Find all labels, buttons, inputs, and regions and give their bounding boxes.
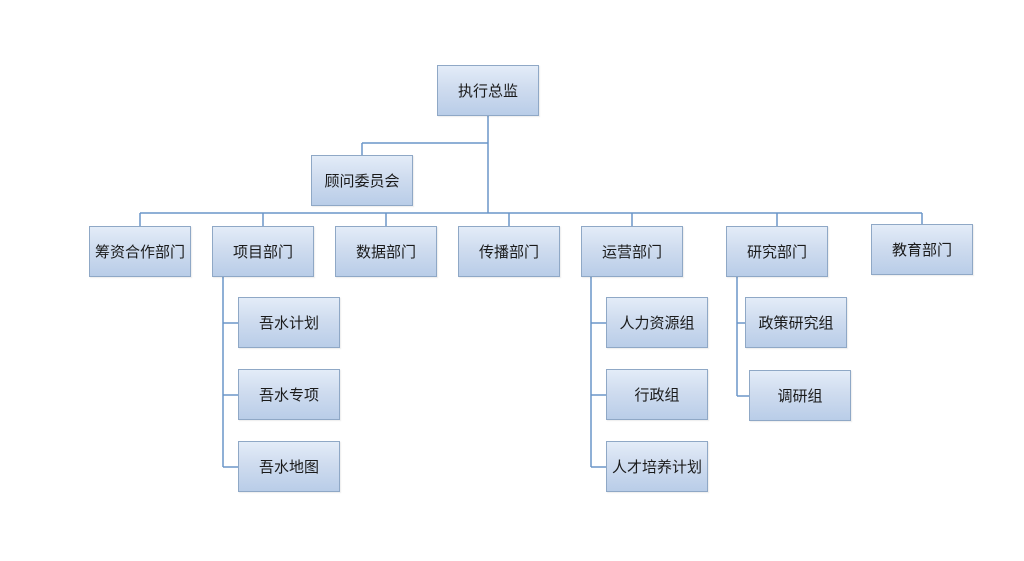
node-project-child: 吾水计划 <box>238 297 340 348</box>
node-research-child: 政策研究组 <box>745 297 847 348</box>
node-project-child: 吾水地图 <box>238 441 340 492</box>
node-operations-child: 人力资源组 <box>606 297 708 348</box>
node-dept-fundraising: 筹资合作部门 <box>89 226 191 277</box>
node-dept-communication: 传播部门 <box>458 226 560 277</box>
node-dept-project: 项目部门 <box>212 226 314 277</box>
node-research-child: 调研组 <box>749 370 851 421</box>
node-dept-operations: 运营部门 <box>581 226 683 277</box>
node-operations-child: 行政组 <box>606 369 708 420</box>
node-executive-director: 执行总监 <box>437 65 539 116</box>
node-dept-data: 数据部门 <box>335 226 437 277</box>
node-dept-education: 教育部门 <box>871 224 973 275</box>
node-operations-child: 人才培养计划 <box>606 441 708 492</box>
node-advisory-committee: 顾问委员会 <box>311 155 413 206</box>
node-project-child: 吾水专项 <box>238 369 340 420</box>
node-dept-research: 研究部门 <box>726 226 828 277</box>
